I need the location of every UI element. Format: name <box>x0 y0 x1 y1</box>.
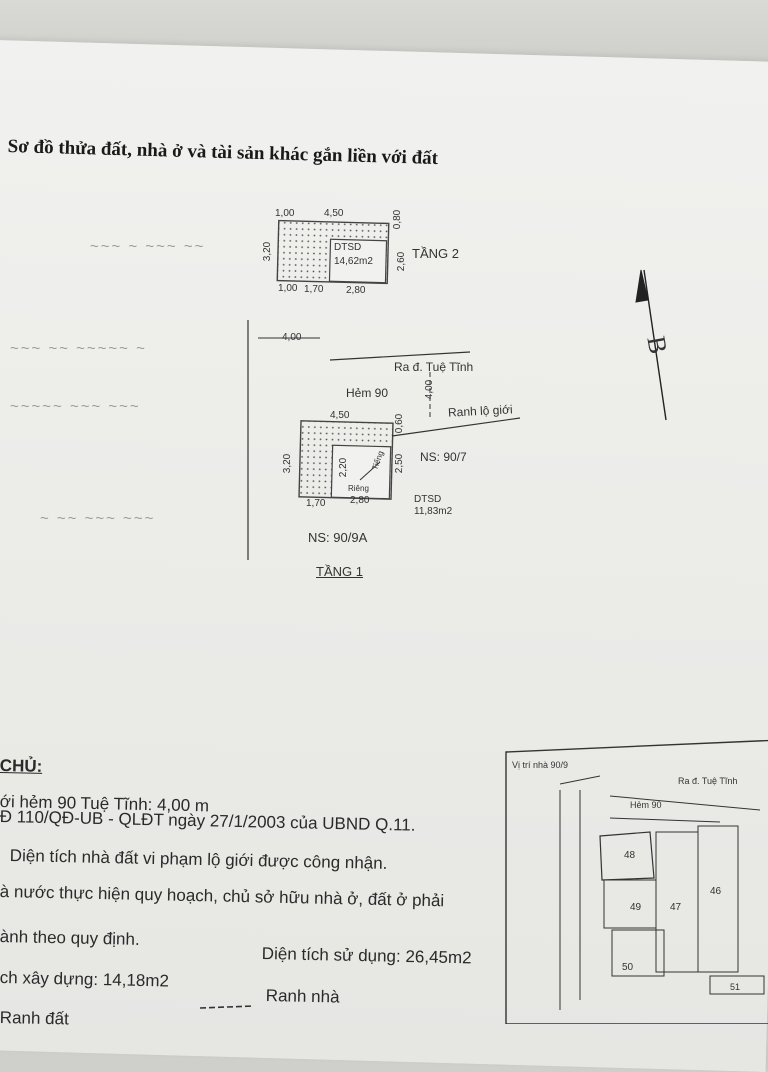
f1-dim-left: 3,20 <box>282 453 294 474</box>
f1-dim-inner-1: 2,20 <box>338 457 350 478</box>
f1-dim-front: 4,00 <box>282 332 302 343</box>
locmap-road: Ra đ. Tuệ Tĩnh <box>678 776 738 786</box>
floor2-plan <box>276 219 390 285</box>
locmap-lot: 46 <box>710 886 722 897</box>
f2-floor-label: TẦNG 2 <box>412 246 459 261</box>
notes-heading: CHỦ: <box>0 756 43 776</box>
f2-dim-left: 3,20 <box>262 241 274 262</box>
f1-dtsd-label: DTSD <box>414 494 442 505</box>
faded-scribble: ~~~ ~ ~~~ ~~ <box>90 238 206 255</box>
f1-dim-bottom-2: 2,80 <box>350 495 370 506</box>
f2-dim-bottom-3: 2,80 <box>346 285 366 296</box>
ns-bottom: NS: 90/9A <box>308 530 368 545</box>
hem-label: Hẻm 90 <box>346 386 389 400</box>
locmap-hem: Hẻm 90 <box>630 800 662 810</box>
notes-line-5: ành theo quy định. <box>0 927 140 949</box>
locmap-lot: 50 <box>622 962 634 973</box>
faded-scribble: ~~~~~ ~~~ ~~~ <box>10 398 141 415</box>
ns-right: NS: 90/7 <box>420 450 467 464</box>
north-arrow <box>635 269 667 421</box>
f1-dim-setback: 4,00 <box>424 379 436 400</box>
faded-scribble: ~ ~~ ~~~ ~~~ <box>40 510 156 527</box>
locmap-lot: 47 <box>670 902 682 913</box>
f2-dim-top: 4,50 <box>324 208 344 219</box>
f1-dim-inner-2: 2,50 <box>394 453 406 474</box>
faded-scribble: ~~~ ~~ ~~~~~ ~ <box>10 340 147 357</box>
road-label: Ra đ. Tuệ Tĩnh <box>394 360 474 374</box>
f1-dtsd-area: 11,83m2 <box>414 506 453 517</box>
f2-dim-bottom-1: 1,00 <box>278 283 298 294</box>
locmap-title: Vị trí nhà 90/9 <box>512 760 569 770</box>
site-plan-drawing <box>199 219 768 1024</box>
locmap-lot: 49 <box>630 902 642 913</box>
f1-dim-top: 4,50 <box>330 410 350 421</box>
f2-dtsd-area: 14,62m2 <box>334 256 373 267</box>
f1-dim-right-top: 0,60 <box>394 413 406 434</box>
legend-house-label: Ranh nhà <box>265 986 340 1007</box>
floor1-plan <box>247 320 521 560</box>
notes-line-6a: ch xây dựng: 14,18m2 <box>0 968 170 991</box>
locmap-lot: 48 <box>624 850 636 861</box>
location-map-box <box>505 739 768 1024</box>
f2-dim-bottom-2: 1,70 <box>304 284 324 295</box>
f1-dim-bottom-1: 1,70 <box>306 498 326 509</box>
locmap-lot: 51 <box>730 982 741 992</box>
legend-house-line <box>199 1005 255 1009</box>
legend-land-label: Ranh đất <box>0 1008 69 1029</box>
f2-dim-top-left: 1,00 <box>275 208 295 219</box>
f2-dim-right-top: 0,80 <box>392 209 404 230</box>
f1-inner-label-1: Riêng <box>348 484 369 493</box>
f2-dim-right: 2,60 <box>396 251 408 272</box>
f2-dtsd-label: DTSD <box>334 242 362 253</box>
f1-floor-label: TẦNG 1 <box>316 564 363 579</box>
